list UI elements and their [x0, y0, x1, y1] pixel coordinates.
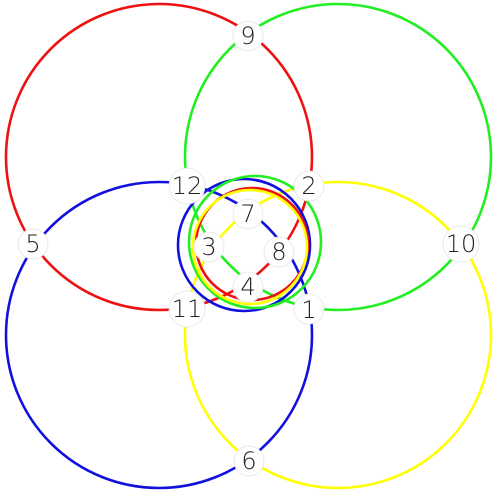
node-4-label: 4	[240, 273, 255, 301]
node-9-marker	[232, 20, 264, 52]
node-6-marker	[233, 445, 265, 477]
node-10-label: 10	[446, 230, 477, 258]
node-5: 5	[17, 228, 49, 260]
node-5-label: 5	[25, 230, 40, 258]
node-7-marker	[232, 198, 264, 230]
node-3-label: 3	[201, 233, 216, 261]
node-3-marker	[193, 231, 225, 263]
node-1-label: 1	[301, 296, 316, 324]
circle-blue-inner	[176, 177, 312, 313]
node-4: 4	[232, 271, 264, 303]
node-2: 2	[293, 170, 325, 202]
circle-yellow	[183, 180, 493, 490]
node-10: 10	[442, 225, 480, 263]
circle-yellow-inner	[191, 188, 309, 306]
node-12: 12	[168, 167, 206, 205]
node-3: 3	[193, 231, 225, 263]
node-9-label: 9	[240, 22, 255, 50]
node-10-marker	[442, 225, 480, 263]
node-7-label: 7	[240, 200, 255, 228]
node-2-label: 2	[301, 172, 316, 200]
node-6-label: 6	[241, 447, 256, 475]
node-4-marker	[232, 271, 264, 303]
node-9: 9	[232, 20, 264, 52]
node-1-marker	[293, 293, 325, 325]
circle-red	[4, 2, 314, 312]
node-12-marker	[168, 167, 206, 205]
node-2-marker	[293, 170, 325, 202]
node-11-label: 11	[172, 295, 203, 323]
node-7: 7	[232, 198, 264, 230]
node-8: 8	[263, 236, 295, 268]
circle-green-inner	[187, 174, 323, 310]
node-8-label: 8	[271, 238, 286, 266]
node-8-marker	[263, 236, 295, 268]
node-12-label: 12	[172, 172, 203, 200]
node-1: 1	[293, 293, 325, 325]
node-6: 6	[233, 445, 265, 477]
circle-blue	[4, 180, 314, 490]
node-5-marker	[17, 228, 49, 260]
node-11-marker	[168, 290, 206, 328]
node-11: 11	[168, 290, 206, 328]
circle-green	[183, 2, 493, 312]
